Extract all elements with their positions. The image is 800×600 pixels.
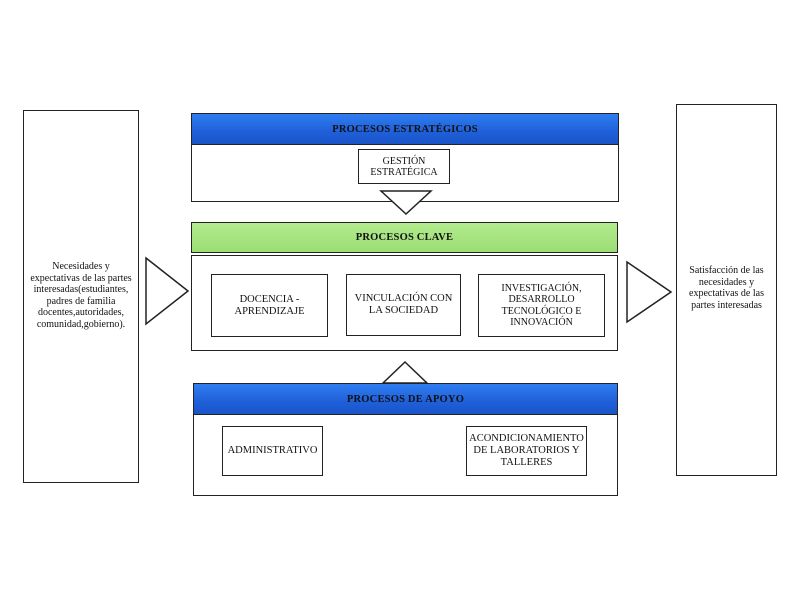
- right-output-arrow: [626, 260, 673, 324]
- strategic-management-box: GESTIÓN ESTRATÉGICA: [358, 149, 450, 184]
- labs-workshops-box: ACONDICIONAMIENTO DE LABORATORIOS Y TALL…: [466, 426, 587, 476]
- key-processes-header: PROCESOS CLAVE: [191, 222, 618, 253]
- research-development-box: INVESTIGACIÓN, DESARROLLO TECNOLÓGICO E …: [478, 274, 605, 337]
- input-needs-panel: Necesidades y expectativas de las partes…: [23, 110, 139, 483]
- strategic-down-arrow: [379, 190, 433, 216]
- left-input-arrow: [145, 256, 190, 326]
- community-outreach-box: VINCULACIÓN CON LA SOCIEDAD: [346, 274, 461, 336]
- output-satisfaction-panel: Satisfacción de las necesidades y expect…: [676, 104, 777, 476]
- input-needs-text: Necesidades y expectativas de las partes…: [30, 261, 132, 330]
- teaching-learning-box: DOCENCIA - APRENDIZAJE: [211, 274, 328, 337]
- support-up-arrow: [381, 360, 429, 384]
- strategic-processes-header: PROCESOS ESTRATÉGICOS: [191, 113, 619, 145]
- output-satisfaction-text: Satisfacción de las necesidades y expect…: [689, 265, 764, 311]
- administrative-box: ADMINISTRATIVO: [222, 426, 323, 476]
